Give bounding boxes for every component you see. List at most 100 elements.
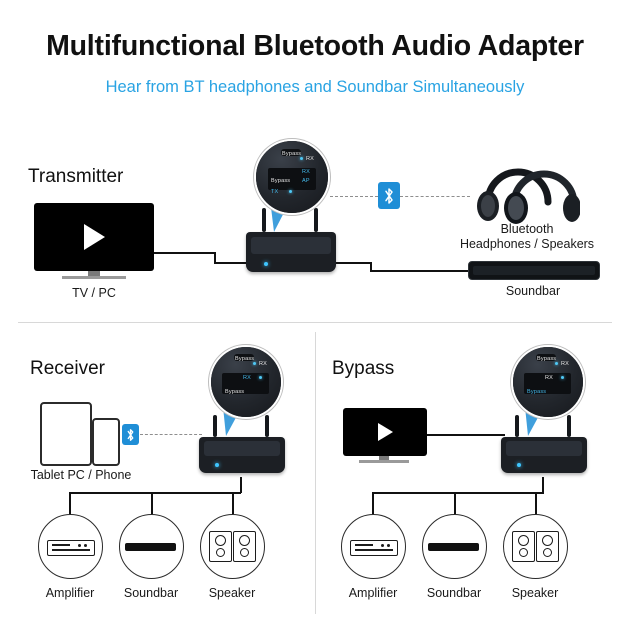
- soundbar-grille: [473, 266, 595, 275]
- bypass-callout-bubble: Bypass RX RX Bypass: [511, 345, 585, 419]
- amplifier-icon: [47, 540, 95, 556]
- adapter-top-face: [251, 236, 331, 254]
- callout-top-label-receiver: Bypass: [235, 355, 255, 362]
- receiver-source-label: Tablet PC / Phone: [30, 468, 132, 482]
- adapter-top-face-receiver: [204, 441, 280, 457]
- antenna-right-icon-bypass: [567, 415, 571, 437]
- callout-top-label: Bypass: [282, 150, 302, 157]
- bypass-tv-stand: [359, 460, 409, 463]
- callout-row-1-left-receiver: Bypass: [225, 389, 245, 395]
- antenna-left-icon: [262, 208, 266, 232]
- tv-stand: [62, 276, 126, 279]
- receiver-branch-soundbar: [151, 492, 153, 514]
- callout-panel-receiver: [222, 373, 269, 394]
- divider-middle: [315, 332, 316, 614]
- adapter-top-face-bypass: [506, 441, 582, 457]
- callout-row-0-right-receiver: RX: [243, 375, 252, 381]
- bluetooth-icon-receiver: [122, 424, 139, 445]
- bypass-tree-bus: [372, 492, 544, 494]
- wire-adapter-to-soundbar-a: [336, 262, 372, 264]
- dashed-link-headphones: [400, 196, 470, 197]
- callout-led-top-bypass: [555, 362, 558, 365]
- adapter-device-bypass: [501, 415, 587, 477]
- page-subtitle: Hear from BT headphones and Soundbar Sim…: [105, 78, 525, 96]
- bypass-branch-soundbar: [454, 492, 456, 514]
- receiver-tree-stem: [240, 477, 242, 493]
- callout-row-2-left: TX: [271, 189, 279, 195]
- speaker-icon-bypass-secondary: [536, 531, 559, 562]
- dashed-link-receiver: [140, 434, 202, 435]
- dashed-link-transmitter: [330, 196, 378, 197]
- bypass-button-bypass[interactable]: [536, 354, 556, 361]
- speaker-icon-bypass: [512, 531, 535, 562]
- tv-neck: [88, 271, 100, 276]
- bluetooth-headphones-icon: [470, 162, 581, 224]
- antenna-right-icon-receiver: [265, 415, 269, 437]
- callout-panel: [268, 168, 316, 190]
- callout-led-rx-receiver: [259, 376, 262, 379]
- bypass-tv-screen: [343, 408, 427, 456]
- phone-icon: [92, 418, 120, 466]
- callout-panel-bypass: [524, 373, 571, 394]
- led-indicator-bypass: [517, 463, 521, 467]
- adapter-body-receiver: [199, 437, 285, 473]
- page-title: Multifunctional Bluetooth Audio Adapter: [46, 30, 584, 62]
- led-indicator-receiver: [215, 463, 219, 467]
- antenna-left-icon-bypass: [515, 415, 519, 437]
- wire-tv-to-adapter-drop: [214, 252, 216, 264]
- bypass-mode-label: Bypass: [332, 358, 395, 379]
- receiver-output-2-label: Speaker: [208, 586, 256, 600]
- receiver-callout-bubble: Bypass RX RX Bypass: [209, 345, 283, 419]
- callout-row-0-right-bypass: RX: [545, 375, 554, 381]
- headphones-label-line2: Headphones / Speakers: [459, 237, 595, 251]
- callout-row-0-right: RX: [302, 169, 311, 175]
- bypass-branch-amplifier: [372, 492, 374, 514]
- bypass-button-receiver[interactable]: [234, 354, 254, 361]
- antenna-left-icon-receiver: [213, 415, 217, 437]
- callout-led-bottom: [289, 190, 292, 193]
- speaker-icon: [209, 531, 232, 562]
- bypass-button[interactable]: [281, 149, 301, 156]
- play-icon-bypass: [378, 423, 393, 441]
- adapter-body: [246, 232, 336, 272]
- led-indicator: [264, 262, 268, 266]
- callout-top-label-bypass: Bypass: [537, 355, 557, 362]
- soundbar-label: Soundbar: [505, 284, 561, 298]
- callout-rx-label: RX: [306, 156, 315, 162]
- wire-tv-to-adapter-in: [214, 262, 248, 264]
- bypass-tv-neck: [379, 456, 389, 460]
- callout-rx-label-bypass: RX: [561, 361, 570, 367]
- receiver-output-1-label: Soundbar: [123, 586, 179, 600]
- adapter-device-transmitter: [246, 208, 336, 276]
- wire-adapter-to-soundbar-drop: [370, 262, 372, 272]
- amplifier-icon-bypass: [350, 540, 398, 556]
- soundbar-icon: [125, 543, 176, 551]
- wire-adapter-to-soundbar-b: [370, 270, 470, 272]
- transmitter-callout-bubble: Bypass RX RX Bypass AP TX: [254, 139, 330, 215]
- tablet-icon: [40, 402, 92, 466]
- antenna-right-icon: [314, 208, 318, 232]
- receiver-mode-label: Receiver: [30, 358, 105, 379]
- callout-led-top-receiver: [253, 362, 256, 365]
- play-icon: [84, 224, 105, 250]
- bypass-output-2-label: Speaker: [511, 586, 559, 600]
- adapter-device-receiver: [199, 415, 285, 477]
- bypass-output-0-label: Amplifier: [348, 586, 398, 600]
- headphones-label-line1: Bluetooth: [500, 222, 554, 236]
- callout-led-top: [300, 157, 303, 160]
- soundbar-icon-bypass: [428, 543, 479, 551]
- callout-row-1-left-bypass: Bypass: [527, 389, 547, 395]
- callout-row-1-right: AP: [302, 178, 310, 184]
- adapter-body-bypass: [501, 437, 587, 473]
- transmitter-source-label: TV / PC: [72, 286, 116, 300]
- speaker-icon-secondary: [233, 531, 256, 562]
- wire-tv-to-adapter: [154, 252, 216, 254]
- transmitter-mode-label: Transmitter: [28, 166, 124, 187]
- receiver-tree-bus: [69, 492, 241, 494]
- bluetooth-icon: [378, 182, 400, 209]
- bypass-branch-speaker: [535, 492, 537, 514]
- bypass-tree-stem: [542, 477, 544, 493]
- callout-rx-label-receiver: RX: [259, 361, 268, 367]
- callout-led-rx-bypass: [561, 376, 564, 379]
